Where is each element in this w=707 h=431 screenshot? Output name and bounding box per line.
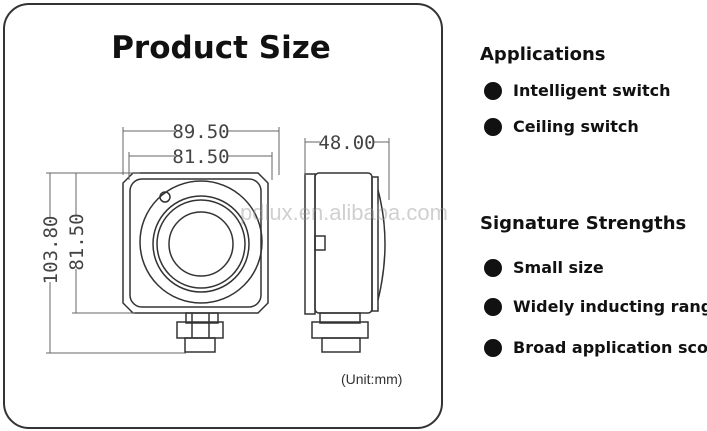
bullet-icon — [484, 117, 502, 136]
side-view — [304, 172, 386, 353]
strengths-heading: Signature Strengths — [480, 213, 687, 234]
applications-heading: Applications — [480, 44, 606, 65]
dim-height-inner: 81.50 — [66, 213, 88, 270]
bullet-icon — [484, 81, 502, 100]
bullet-icon — [484, 338, 502, 357]
dim-height-outer: 103.80 — [40, 216, 62, 285]
list-item: Small size — [484, 258, 604, 277]
product-size-title: Product Size — [111, 30, 331, 66]
unit-label: (Unit:mm) — [341, 371, 403, 387]
list-item: Broad application scope — [484, 338, 707, 357]
list-item: Widely inducting range — [484, 297, 707, 316]
list-item: Ceiling switch — [484, 117, 639, 136]
watermark: pdlux.en.alibaba.com — [240, 200, 448, 225]
bullet-icon — [484, 297, 502, 316]
product-size-panel — [3, 3, 443, 429]
dim-width-outer: 89.50 — [172, 121, 229, 143]
bullet-icon — [484, 258, 502, 277]
dim-depth: 48.00 — [318, 132, 375, 154]
list-item: Intelligent switch — [484, 81, 671, 100]
dim-width-inner: 81.50 — [172, 146, 229, 168]
front-view — [122, 172, 269, 353]
